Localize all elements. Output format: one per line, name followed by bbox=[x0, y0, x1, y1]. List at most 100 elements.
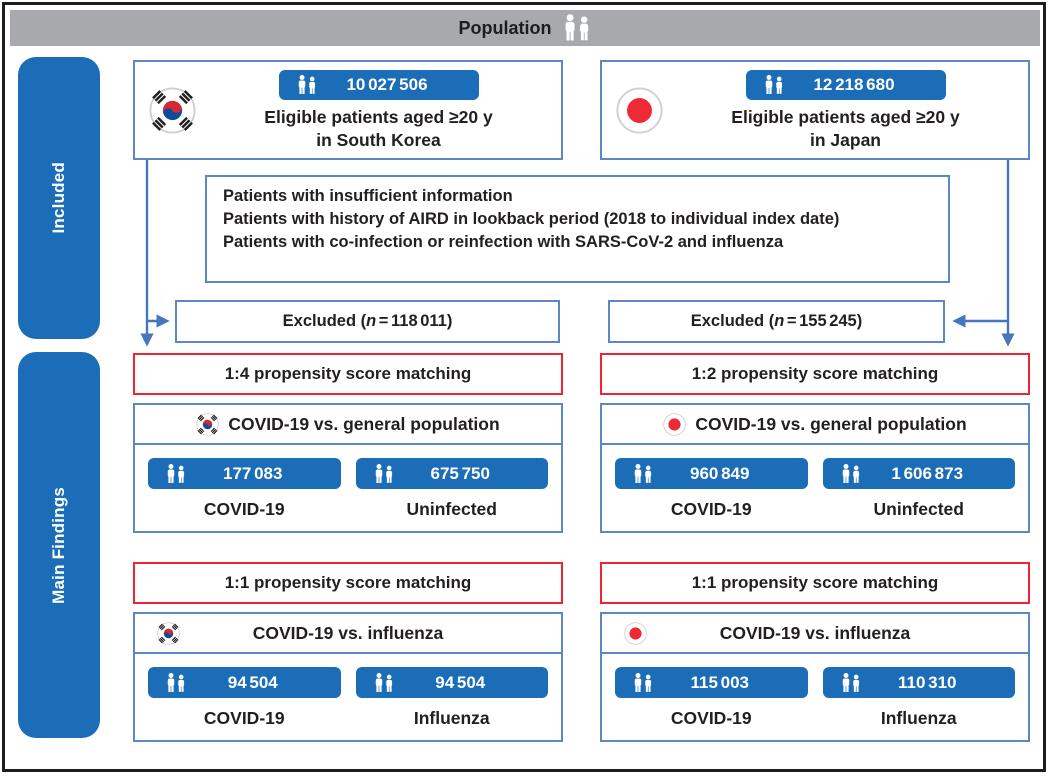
matching-box-korea-2: 1:1 propensity score matching bbox=[133, 562, 563, 604]
eligible-box-south-korea: 10 027 506 Eligible patients aged ≥20 y … bbox=[133, 60, 563, 160]
group-label: COVID-19 bbox=[203, 708, 285, 728]
matching-box-japan-1: 1:2 propensity score matching bbox=[600, 353, 1030, 395]
group-count: 94 504 bbox=[227, 672, 278, 692]
group: 675 750 Uninfected bbox=[355, 458, 548, 520]
main-findings-label: Main Findings bbox=[49, 486, 68, 604]
comparison-label: COVID-19 vs. influenza bbox=[719, 622, 911, 643]
group-label: Uninfected bbox=[406, 499, 497, 519]
eligible-line1: Eligible patients aged ≥20 y bbox=[264, 107, 493, 128]
group: 1 606 873 Uninfected bbox=[822, 458, 1015, 520]
count-badge: 177 083 bbox=[148, 458, 341, 489]
people-icon bbox=[838, 673, 864, 693]
group: 110 310 Influenza bbox=[822, 667, 1015, 729]
matching-label: 1:4 propensity score matching bbox=[224, 364, 472, 383]
japan-flag-icon bbox=[663, 413, 686, 436]
people-icon bbox=[630, 673, 656, 693]
comparison-label: COVID-19 vs. general population bbox=[228, 413, 500, 434]
group-label: COVID-19 bbox=[203, 499, 285, 519]
south-korea-flag-icon bbox=[196, 413, 219, 436]
count-badge: 675 750 bbox=[355, 458, 548, 489]
group: 177 083 COVID-19 bbox=[148, 458, 341, 520]
japan-flag-icon bbox=[616, 87, 663, 134]
group-count: 94 504 bbox=[435, 672, 486, 692]
comparison-header: COVID-19 vs. general population bbox=[135, 405, 561, 445]
comparison-body: 960 849 COVID-19 1 606 873 Uninfected bbox=[602, 445, 1028, 520]
eligible-box-japan: 12 218 680 Eligible patients aged ≥20 y … bbox=[600, 60, 1030, 160]
exclusion-criteria-box: Patients with insufficient information P… bbox=[205, 175, 950, 283]
people-icon bbox=[562, 14, 592, 42]
eligible-content: 10 027 506 Eligible patients aged ≥20 y … bbox=[196, 68, 561, 152]
people-icon bbox=[838, 464, 864, 484]
group-count: 177 083 bbox=[223, 463, 283, 483]
included-label: Included bbox=[49, 162, 68, 234]
count-badge: 94 504 bbox=[355, 667, 548, 698]
eligible-line2: in Japan bbox=[810, 130, 881, 150]
count-badge: 94 504 bbox=[148, 667, 341, 698]
group-count: 110 310 bbox=[897, 672, 957, 692]
south-korea-flag-icon bbox=[157, 622, 180, 645]
eligible-line2: in South Korea bbox=[316, 130, 441, 150]
people-icon bbox=[163, 673, 189, 693]
matching-box-japan-2: 1:1 propensity score matching bbox=[600, 562, 1030, 604]
excluded-box-south-korea: Excluded (n = 118 011) bbox=[175, 300, 560, 343]
group-label: Influenza bbox=[413, 708, 490, 728]
comparison-header: COVID-19 vs. influenza bbox=[135, 614, 561, 654]
group-label: Influenza bbox=[880, 708, 957, 728]
count-badge: 10 027 506 bbox=[278, 70, 479, 101]
criteria-item: Patients with co-infection or reinfectio… bbox=[223, 233, 784, 251]
people-icon bbox=[163, 464, 189, 484]
group: 960 849 COVID-19 bbox=[615, 458, 808, 520]
n-symbol: n bbox=[366, 312, 377, 330]
excluded-text: Excluded (n = 155 245) bbox=[690, 312, 863, 330]
matching-box-korea-1: 1:4 propensity score matching bbox=[133, 353, 563, 395]
people-icon bbox=[630, 464, 656, 484]
eligible-count: 12 218 680 bbox=[813, 75, 895, 95]
count-badge: 960 849 bbox=[615, 458, 808, 489]
population-header: Population bbox=[10, 10, 1040, 46]
people-icon bbox=[294, 75, 320, 95]
comparison-box-japan-general: COVID-19 vs. general population 960 849 … bbox=[600, 403, 1030, 533]
group-label: COVID-19 bbox=[670, 708, 752, 728]
comparison-label: COVID-19 vs. influenza bbox=[252, 622, 444, 643]
comparison-label: COVID-19 vs. general population bbox=[695, 413, 967, 434]
eligible-description: Eligible patients aged ≥20 y in Japan bbox=[731, 106, 959, 152]
population-title: Population bbox=[458, 17, 552, 38]
comparison-box-japan-influenza: COVID-19 vs. influenza 115 003 COVID-19 … bbox=[600, 612, 1030, 742]
excluded-text: Excluded (n = 118 011) bbox=[282, 312, 453, 330]
comparison-header: COVID-19 vs. general population bbox=[602, 405, 1028, 445]
south-korea-flag-icon bbox=[149, 87, 196, 134]
comparison-body: 177 083 COVID-19 675 750 Uninfected bbox=[135, 445, 561, 520]
sidebar-section-included: Included bbox=[18, 57, 100, 339]
criteria-item: Patients with insufficient information bbox=[223, 187, 513, 205]
matching-label: 1:2 propensity score matching bbox=[691, 364, 939, 383]
sidebar-section-main-findings: Main Findings bbox=[18, 352, 100, 738]
count-badge: 12 218 680 bbox=[745, 70, 946, 101]
group: 94 504 COVID-19 bbox=[148, 667, 341, 729]
criteria-item: Patients with history of AIRD in lookbac… bbox=[223, 210, 840, 228]
comparison-box-korea-general: COVID-19 vs. general population 177 083 … bbox=[133, 403, 563, 533]
group: 115 003 COVID-19 bbox=[615, 667, 808, 729]
group-label: Uninfected bbox=[873, 499, 964, 519]
matching-label: 1:1 propensity score matching bbox=[224, 573, 472, 592]
comparison-body: 94 504 COVID-19 94 504 Influenza bbox=[135, 654, 561, 729]
people-icon bbox=[371, 673, 397, 693]
eligible-content: 12 218 680 Eligible patients aged ≥20 y … bbox=[663, 68, 1028, 152]
group-count: 675 750 bbox=[430, 463, 490, 483]
comparison-body: 115 003 COVID-19 110 310 Influenza bbox=[602, 654, 1028, 729]
people-icon bbox=[761, 75, 787, 95]
n-symbol: n bbox=[774, 312, 785, 330]
group-label: COVID-19 bbox=[670, 499, 752, 519]
group-count: 115 003 bbox=[690, 672, 749, 692]
count-badge: 115 003 bbox=[615, 667, 808, 698]
count-badge: 1 606 873 bbox=[822, 458, 1015, 489]
comparison-header: COVID-19 vs. influenza bbox=[602, 614, 1028, 654]
comparison-box-korea-influenza: COVID-19 vs. influenza 94 504 COVID-19 9… bbox=[133, 612, 563, 742]
eligible-count: 10 027 506 bbox=[346, 75, 428, 95]
group-count: 960 849 bbox=[690, 463, 750, 483]
people-icon bbox=[371, 464, 397, 484]
japan-flag-icon bbox=[624, 622, 647, 645]
excluded-box-japan: Excluded (n = 155 245) bbox=[608, 300, 945, 343]
matching-label: 1:1 propensity score matching bbox=[691, 573, 939, 592]
count-badge: 110 310 bbox=[822, 667, 1015, 698]
group: 94 504 Influenza bbox=[355, 667, 548, 729]
